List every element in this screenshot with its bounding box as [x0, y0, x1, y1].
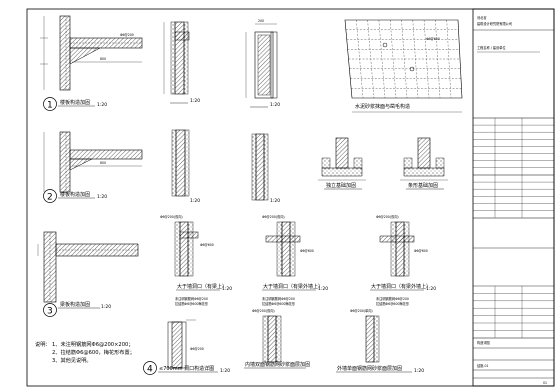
footing-2: 条形基础加固 [400, 137, 448, 190]
svg-text:未注明钢筋网Φ6@200: 未注明钢筋网Φ6@200 [262, 296, 295, 301]
svg-text:拉结筋Φ6@600梅花形: 拉结筋Φ6@600梅花形 [175, 301, 209, 306]
detail-1: 800 Φ6@200 1 楼板构造加固 1:20 [40, 15, 143, 111]
wall-opening-1-scale: 1:20 [222, 286, 232, 292]
bottom-wall-1-title: 内墙双面钢筋网砂浆面层加固 [245, 361, 310, 368]
notes-heading: 说明： [35, 340, 51, 348]
grid-line [401, 19, 408, 99]
detail-2-number: 2 [47, 193, 53, 203]
wall-opening-2-title: 大于墙洞口（有梁外墙上） [263, 283, 323, 290]
svg-text:Φ6@200: Φ6@200 [190, 347, 204, 351]
title-block [472, 8, 555, 387]
detail-1-title: 楼板构造加固 [60, 99, 90, 106]
approval-table [473, 286, 554, 338]
detail-3-number: 3 [47, 307, 53, 317]
wall-section-b-scale: 1:20 [270, 102, 280, 108]
signature-table [473, 118, 554, 175]
detail-2: 600 2 楼板构造加固 1:20 [43, 131, 143, 203]
detail-4: Φ6@200 4 ≤700mm 洞口构造详图 1:20 [143, 319, 230, 375]
detail-3: 3 梁板构造加固 1:20 [37, 231, 139, 317]
title-block-content: 河北省 建筑设计研究院有限公司 工程名称 / 建设单位 构造详图 结施-01 0… [473, 15, 554, 385]
svg-text:Φ6@600: Φ6@600 [414, 249, 428, 253]
wall-section-a-scale: 1:20 [190, 98, 200, 104]
mesh-grid-title: 水泥砂浆抹面与凿毛构造 [355, 103, 410, 110]
page-number: 01 [543, 381, 547, 385]
company-name: 建筑设计研究院有限公司 [477, 21, 512, 26]
detail-3-scale: 1:20 [101, 304, 111, 310]
notes-line-2: 2、拉结筋Φ6@600，梅花形布置； [52, 348, 135, 356]
grid-line [390, 19, 397, 99]
svg-text:800: 800 [100, 57, 106, 61]
svg-text:600: 600 [100, 161, 106, 165]
detail-2-scale: 1:20 [97, 194, 107, 200]
wall-opening-3-title: 大于墙洞口（有梁外墙上） [371, 283, 431, 290]
revision-table [473, 175, 554, 218]
detail-4-title: ≤700mm 洞口构造详图 [159, 365, 214, 372]
svg-text:拉结筋Φ6@600梅花形: 拉结筋Φ6@600梅花形 [262, 301, 296, 306]
footing-1-title: 独立基础加固 [326, 182, 356, 189]
svg-text:拉结筋Φ6@600梅花形: 拉结筋Φ6@600梅花形 [376, 301, 410, 306]
wall-section-c-scale: 1:20 [190, 198, 200, 204]
detail-2-marker [43, 189, 57, 203]
detail-4-number: 4 [147, 365, 153, 375]
svg-text:200: 200 [258, 19, 264, 23]
wall-opening-3: Φ6@200(双向) Φ6@600 大于墙洞口（有梁外墙上） 1:20 未注明钢… [370, 214, 436, 306]
wall-section-a: 1:20 [163, 21, 200, 104]
detail-1-scale: 1:20 [97, 102, 107, 108]
wall-opening-3-scale: 1:20 [426, 286, 436, 292]
detail-1-number: 1 [47, 101, 53, 111]
drawing-title: 构造详图 [477, 340, 490, 345]
company-logo-text: 河北省 [477, 15, 487, 20]
detail-1-marker [43, 97, 57, 111]
svg-text:Φ6@200(单向): Φ6@200(单向) [350, 308, 373, 313]
svg-text:Φ6@600: Φ6@600 [426, 37, 440, 41]
svg-text:Φ6@600: Φ6@600 [200, 243, 214, 247]
wall-section-c: 1:20 [171, 129, 200, 204]
wall-opening-2-scale: 1:20 [318, 286, 328, 292]
wall-opening-2: Φ6@200(双向) Φ6@600 大于墙洞口（有梁外墙上） 1:20 未注明钢… [262, 214, 328, 306]
footing-1: 独立基础加固 [318, 137, 366, 190]
notes: 说明： 1、未注明钢筋网Φ6@200×200； 2、拉结筋Φ6@600，梅花形布… [35, 340, 135, 364]
project-label: 工程名称 / 建设单位 [477, 45, 506, 50]
svg-text:Φ6@200(双向): Φ6@200(双向) [376, 214, 399, 219]
wall-opening-1: Φ6@200(双向) Φ6@600 大于墙洞口（有梁上） 1:20 未注明钢筋网… [160, 214, 232, 306]
mesh-grid-plan: Φ6@600 水泥砂浆抹面与凿毛构造 [344, 19, 463, 113]
svg-text:Φ6@600: Φ6@600 [300, 249, 314, 253]
notes-line-3: 3、其他见说明。 [52, 356, 92, 364]
detail-2-title: 楼板构造加固 [60, 191, 90, 198]
wall-section-d: 1:20 [251, 133, 280, 204]
wall-section-d-scale: 1:20 [270, 198, 280, 204]
svg-text:Φ6@200: Φ6@200 [120, 33, 134, 37]
svg-text:Φ6@200(双向): Φ6@200(双向) [262, 214, 285, 219]
svg-text:Φ6@200(双向): Φ6@200(双向) [160, 214, 183, 219]
svg-text:未注明钢筋网Φ6@200: 未注明钢筋网Φ6@200 [175, 296, 208, 301]
detail-3-title: 梁板构造加固 [60, 301, 90, 308]
bottom-wall-2-title: 外墙单面钢筋网砂浆面层加固 [337, 365, 402, 372]
drawing-number: 结施-01 [477, 363, 489, 368]
wall-opening-1-title: 大于墙洞口（有梁上） [177, 283, 227, 290]
detail-4-scale: 1:20 [220, 368, 230, 374]
detail-3-marker [43, 303, 57, 317]
notes-line-1: 1、未注明钢筋网Φ6@200×200； [52, 340, 134, 348]
bottom-wall-2-scale: 1:20 [414, 368, 424, 374]
bottom-wall-1: Φ6@200(双向) 内墙双面钢筋网砂浆面层加固 [244, 308, 310, 369]
bottom-wall-2: Φ6@200(单向) 外墙单面钢筋网砂浆面层加固 1:20 [336, 308, 424, 374]
detail-4-marker [143, 361, 157, 375]
wall-section-b: 200 1:20 [245, 19, 280, 108]
grid-line [446, 19, 452, 99]
svg-text:未注明钢筋网Φ6@200: 未注明钢筋网Φ6@200 [376, 296, 409, 301]
svg-text:Φ6@200(双向): Φ6@200(双向) [252, 308, 275, 313]
footing-2-title: 条形基础加固 [408, 182, 438, 189]
